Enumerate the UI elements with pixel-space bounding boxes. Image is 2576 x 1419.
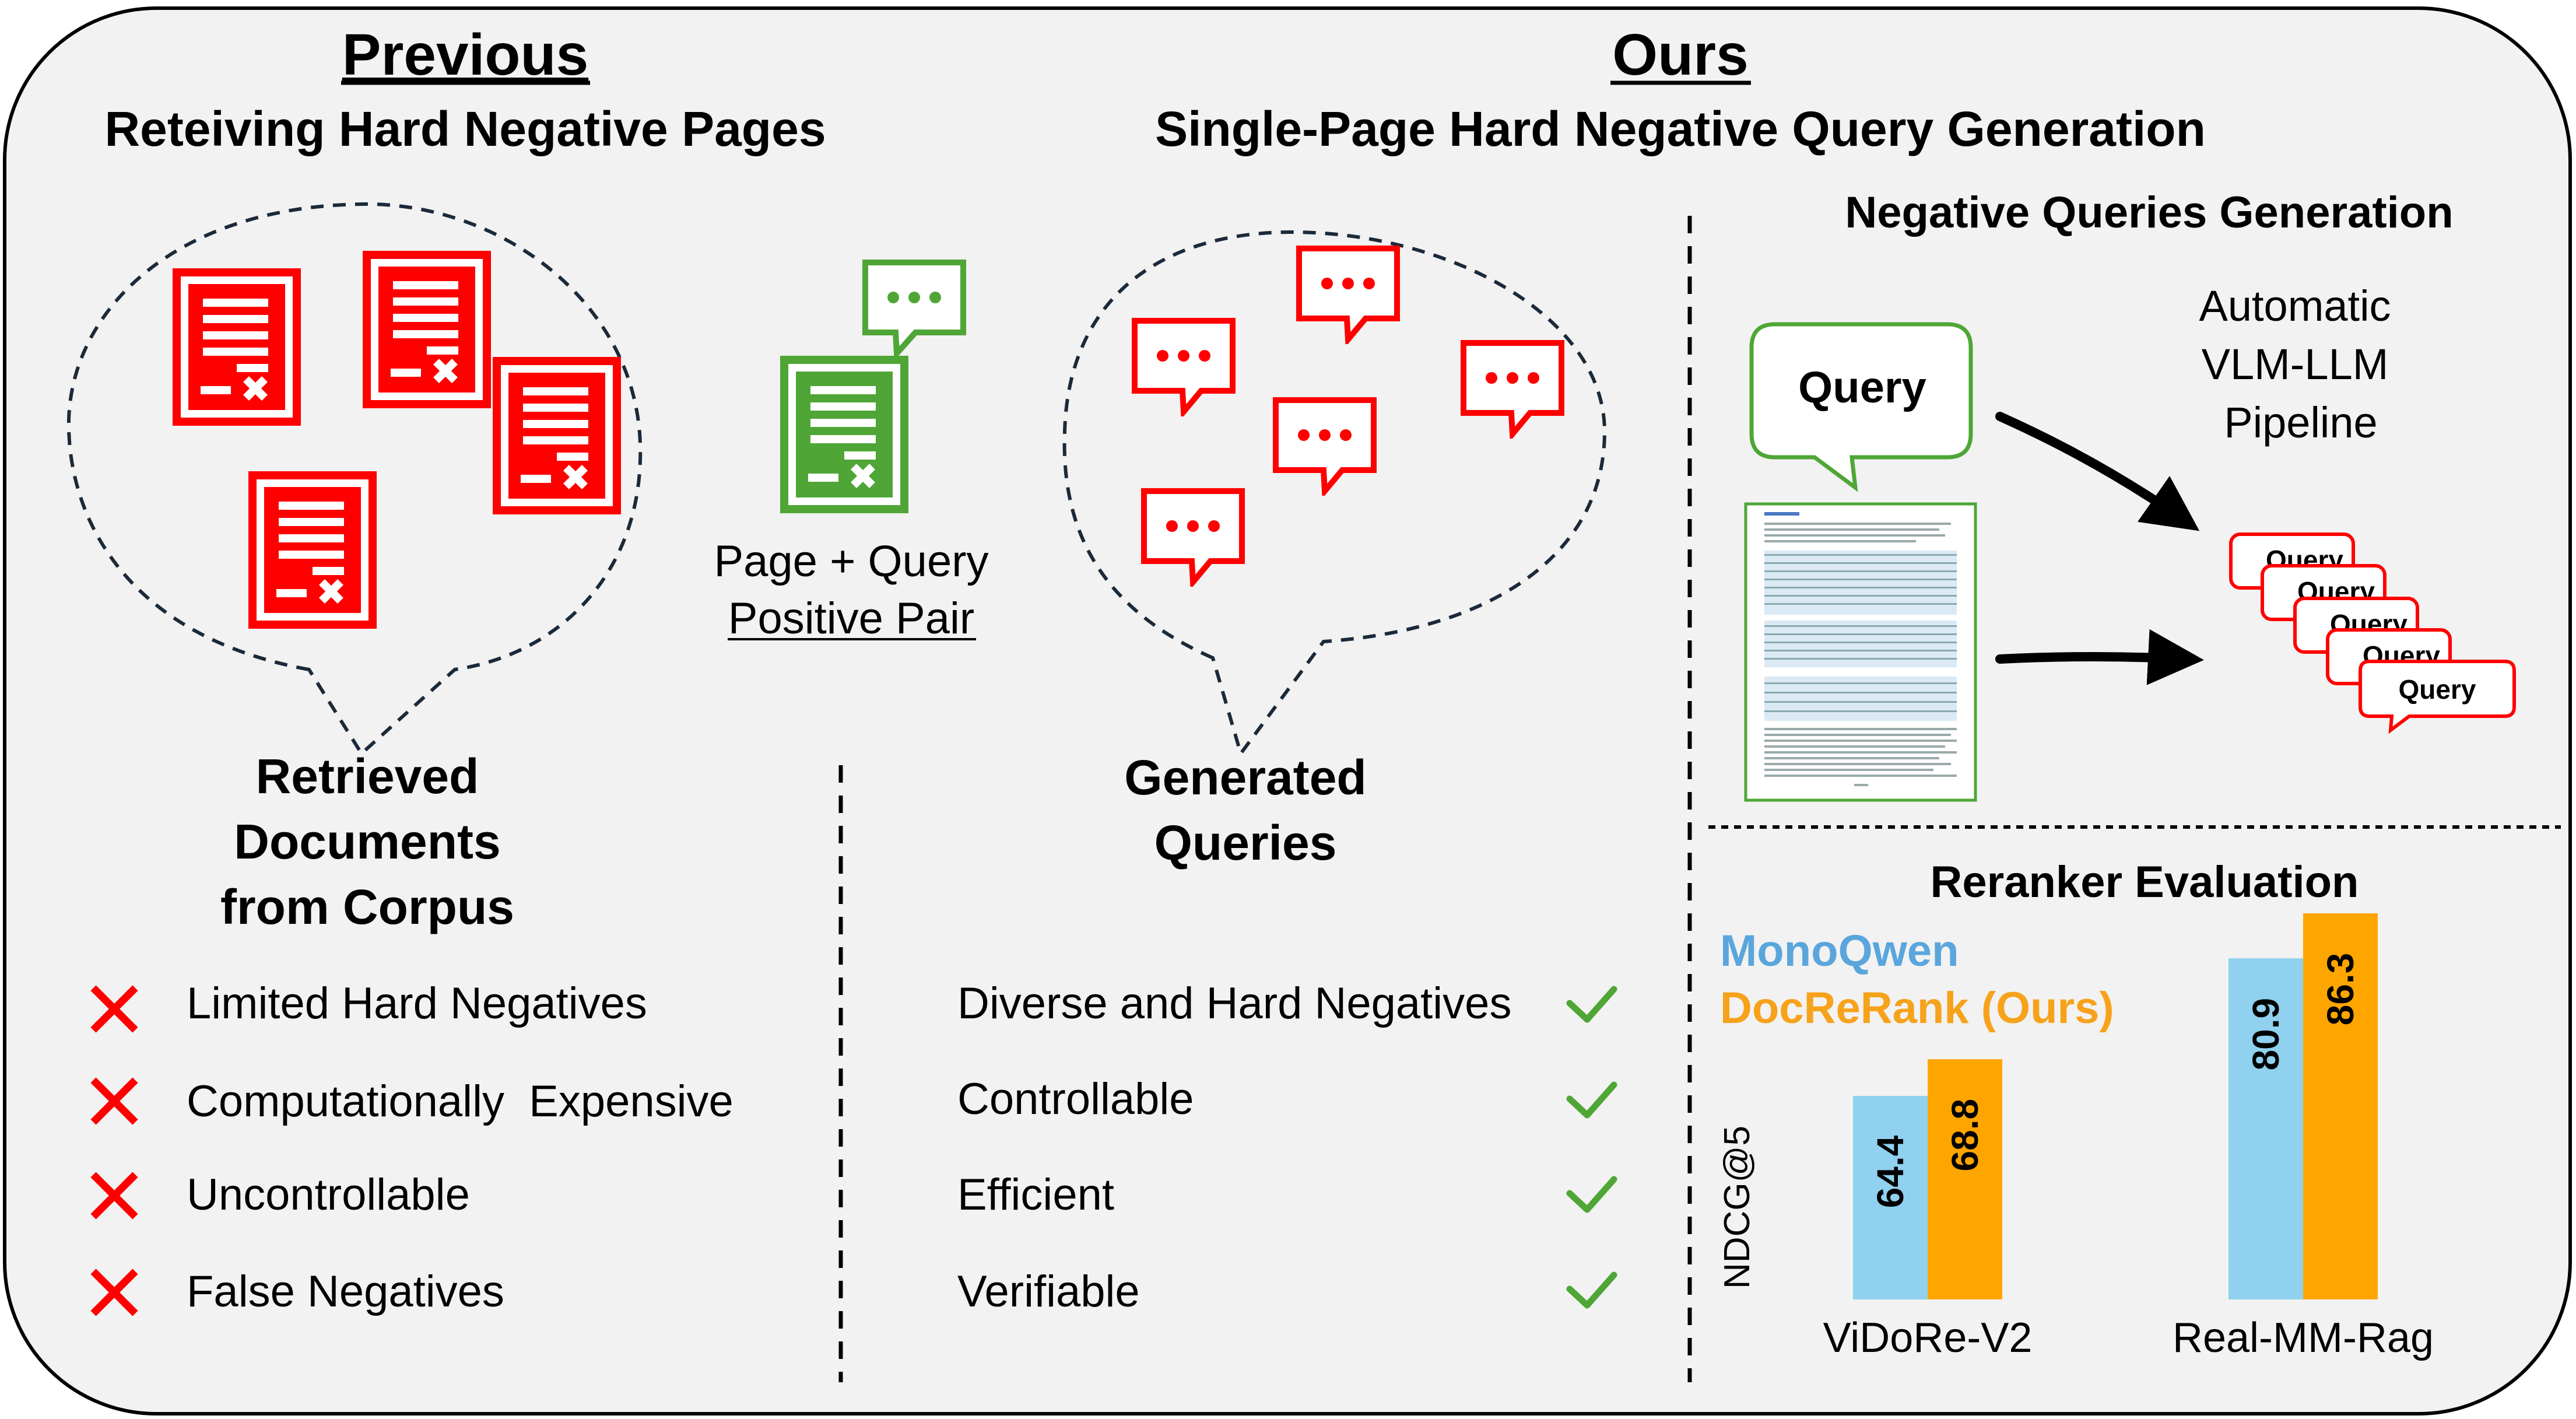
retrieved-bubble (66, 202, 643, 756)
green-check-icon (1566, 1081, 1617, 1119)
evaluation-title: Reranker Evaluation (1931, 857, 2359, 907)
ours-subheading: Single-Page Hard Negative Query Generati… (1155, 101, 2206, 156)
bar-value-label: 80.9 (2245, 998, 2287, 1071)
bar-docrerank (1928, 1059, 2002, 1299)
green-check-icon (1566, 1176, 1617, 1213)
positive-pair-line2: Positive Pair (728, 594, 974, 643)
query-speech-bubble (1749, 322, 1973, 492)
bar-value-label: 64.4 (1869, 1135, 1911, 1208)
retrieved-caption-line1: Retrieved (256, 749, 479, 804)
red-document-icon (177, 272, 297, 422)
positive-pair-line1: Page + Query (714, 537, 988, 586)
benefit-label: Efficient (957, 1170, 1114, 1220)
ours-heading: Ours (1612, 22, 1748, 87)
pipeline-line3: Pipeline (2224, 398, 2377, 447)
benefits-list: Diverse and Hard Negatives Controllable … (957, 979, 1617, 1316)
retrieved-caption-line2: Documents (234, 814, 500, 869)
green-check-icon (1566, 1271, 1617, 1309)
previous-heading: Previous (342, 22, 588, 87)
arrow-query-to-stack (1995, 412, 2200, 531)
query-card-label: Query (2399, 674, 2476, 705)
drawbacks-list: Limited Hard Negatives Computationally E… (90, 979, 734, 1316)
x-tick-label: ViDoRe-V2 (1823, 1315, 2033, 1361)
previous-subheading: Reteiving Hard Negative Pages (104, 101, 826, 156)
generated-caption-line2: Queries (1154, 815, 1337, 870)
benefit-label: Diverse and Hard Negatives (957, 979, 1511, 1028)
red-document-icon (367, 255, 487, 404)
bar-value-label: 68.8 (1944, 1099, 1986, 1172)
negative-query-stack: Query Query Query Query Query (2229, 532, 2516, 734)
query-bubble-label: Query (1798, 363, 1926, 412)
query-card (2359, 660, 2516, 734)
drawback-label: Limited Hard Negatives (187, 979, 647, 1028)
generated-bubble (1062, 230, 1607, 758)
pipeline-line1: Automatic (2199, 282, 2391, 330)
x-tick-label: Real-MM-Rag (2173, 1315, 2434, 1361)
benefit-label: Controllable (957, 1074, 1194, 1124)
red-cross-icon (90, 1077, 138, 1125)
red-cross-icon (90, 1269, 138, 1316)
bar-monoqwen (1853, 1096, 1928, 1299)
pipeline-line2: VLM-LLM (2202, 340, 2389, 388)
retrieved-caption-line3: from Corpus (220, 880, 514, 934)
bar-value-label: 86.3 (2319, 953, 2361, 1026)
red-cross-icon (90, 985, 138, 1033)
benefit-label: Verifiable (957, 1267, 1140, 1316)
red-document-icon (497, 361, 617, 510)
arrow-page-to-stack (1995, 629, 2204, 685)
red-cross-icon (90, 1172, 138, 1220)
bar-docrerank (2303, 913, 2378, 1299)
green-check-icon (1566, 986, 1617, 1023)
drawback-label: Computationally Expensive (187, 1077, 734, 1126)
drawback-label: False Negatives (187, 1267, 504, 1316)
generation-title: Negative Queries Generation (1845, 188, 2453, 237)
green-document-icon (784, 360, 904, 509)
legend-monoqwen: MonoQwen (1720, 926, 1959, 976)
y-axis-label: NDCG@5 (1717, 1126, 1757, 1289)
drawback-label: Uncontrollable (187, 1170, 470, 1220)
bar-monoqwen (2228, 958, 2303, 1299)
generated-caption-line1: Generated (1124, 750, 1367, 805)
red-document-icon (252, 475, 373, 625)
legend-docrerank: DocReRank (Ours) (1720, 983, 2114, 1033)
document-page-thumbnail (1744, 502, 1977, 802)
